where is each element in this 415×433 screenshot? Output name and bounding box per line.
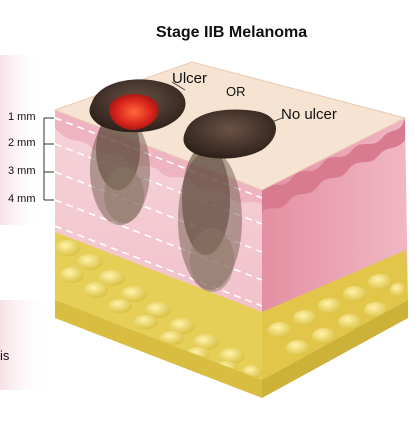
- no-ulcer-leader-line: [271, 117, 283, 123]
- depth-label-3mm: 3 mm: [8, 165, 36, 177]
- fat-cells: [56, 240, 262, 379]
- or-label: OR: [226, 84, 246, 99]
- diagram-title: Stage IIB Melanoma: [156, 24, 308, 41]
- ulcer-leader-line: [171, 81, 186, 91]
- ulcerated-tumor: [89, 79, 186, 225]
- background-fade-bottom: [0, 300, 50, 390]
- depth-label-4mm: 4 mm: [8, 193, 36, 205]
- no-ulcer-label: No ulcer: [281, 106, 337, 123]
- ulcer-label: Ulcer: [172, 70, 208, 87]
- non-ulcerated-tumor: [178, 109, 276, 292]
- ulcer-wound: [109, 93, 159, 130]
- depth-label-2mm: 2 mm: [8, 137, 36, 149]
- no-ulcer-tumor-top: [183, 109, 276, 159]
- fat-bottom-front: [55, 300, 262, 398]
- fat-cells-side: [268, 274, 406, 356]
- background-fade-top: [0, 55, 40, 225]
- fat-bottom-side: [262, 300, 408, 398]
- depth-scale-ticks: [43, 117, 54, 201]
- side-epidermis-wave: [262, 118, 405, 212]
- depth-label-1mm: 1 mm: [8, 111, 36, 123]
- cut-off-side-text: is: [0, 348, 10, 363]
